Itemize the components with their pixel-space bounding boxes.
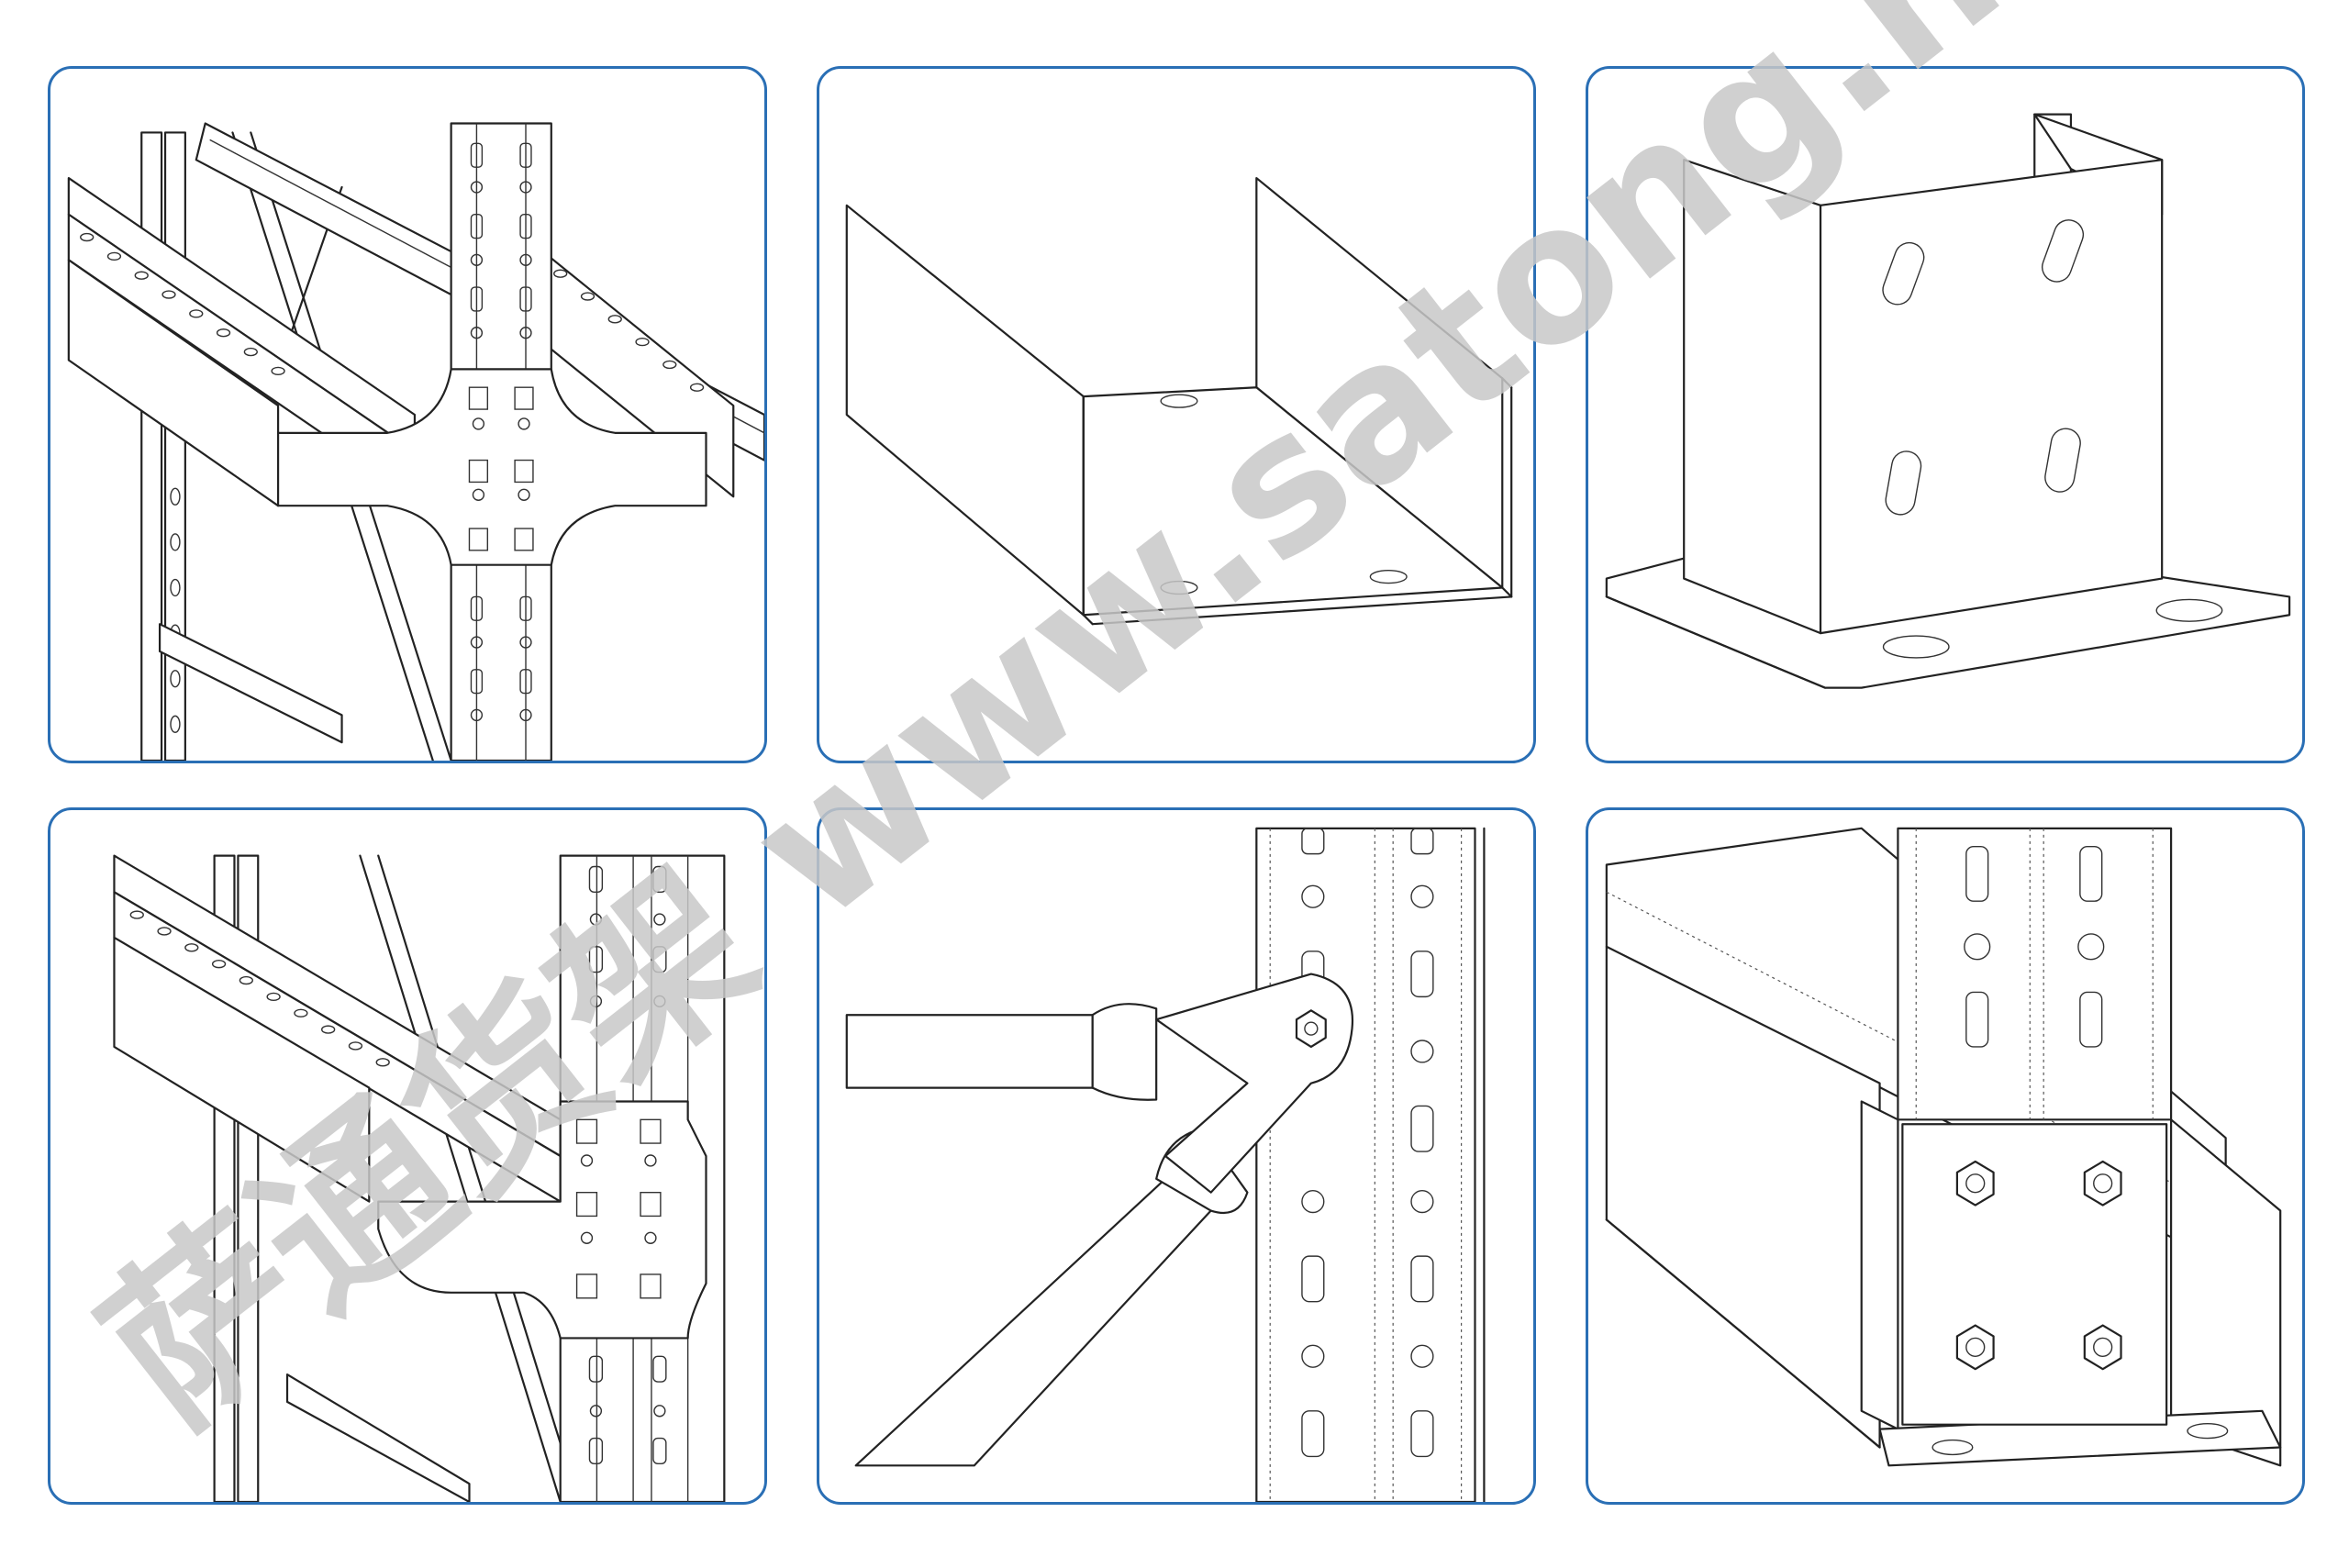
upright-base-plate-icon xyxy=(1588,69,2302,761)
panel-beam-upright-connection xyxy=(48,66,767,763)
panel-beam-connector-plate xyxy=(48,807,767,1505)
diagonal-brace-joint-icon xyxy=(819,810,1533,1502)
beam-to-upright-connection-icon xyxy=(50,69,764,761)
panel-bolted-footplate xyxy=(1586,807,2305,1505)
beam-connector-plate-icon xyxy=(50,810,764,1502)
bolted-footplate-icon xyxy=(1588,810,2302,1502)
panel-upright-base-plate xyxy=(1586,66,2305,763)
panel-diagonal-brace-joint xyxy=(817,807,1536,1505)
panel-u-channel-bracket xyxy=(817,66,1536,763)
u-channel-bracket-icon xyxy=(819,69,1533,761)
